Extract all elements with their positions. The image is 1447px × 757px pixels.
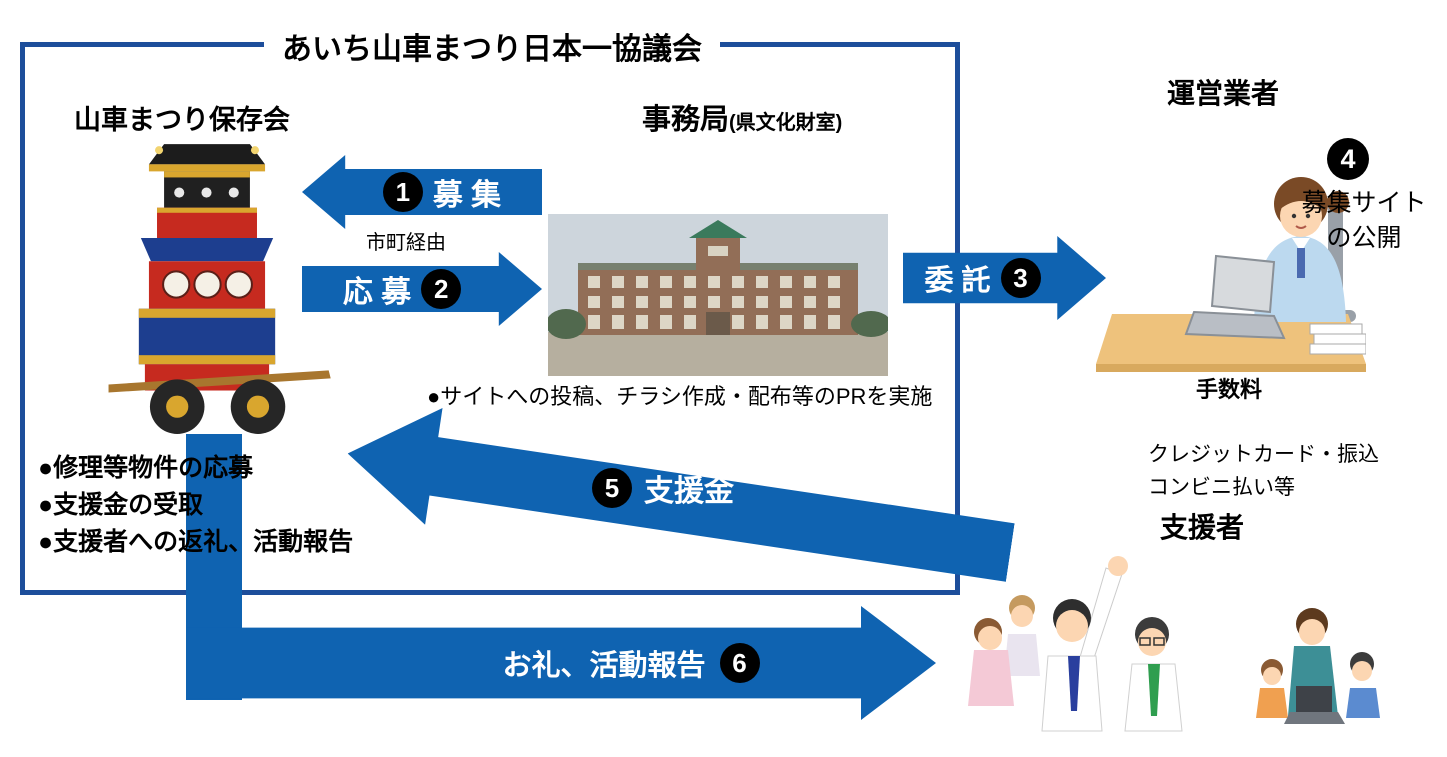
supporters-group-icon <box>968 556 1380 732</box>
festival-float-icon <box>108 144 331 434</box>
step-5-badge: 5 <box>592 468 632 508</box>
step-1-badge: 1 <box>382 172 423 212</box>
festival-float-illustration <box>78 132 336 440</box>
council-title: あいち山車まつり日本一協議会 <box>264 24 720 68</box>
prefecture-building-photo <box>548 214 888 376</box>
payment-line: クレジットカード・振込 <box>1148 443 1379 466</box>
arrow-support-label-group: 5 支援金 <box>592 466 734 510</box>
arrow-report-label: お礼、活動報告 <box>502 650 706 682</box>
arrow-support-money: 5 支援金 <box>344 420 1014 588</box>
fee-label: 手数料 <box>1196 377 1263 402</box>
operator-illustration <box>1096 110 1366 380</box>
via-municipality-note: 市町経由 <box>366 232 446 254</box>
supporters-heading: 支援者 <box>1160 512 1245 543</box>
step-2-badge: 2 <box>421 269 462 309</box>
arrow-support-label: 支援金 <box>644 475 734 508</box>
pr-note: ●サイトへの投稿、チラシ作成・配布等のPRを実施 <box>427 384 933 409</box>
building-icon <box>548 214 888 376</box>
duty-item: ●支援者への返礼、活動報告 <box>38 528 354 556</box>
step-3-badge: 3 <box>1000 258 1041 298</box>
preservation-heading: 山車まつり保存会 <box>74 105 290 135</box>
secretariat-title: 事務局 <box>642 104 730 136</box>
step-4-label: 募集サイト の公開 <box>1301 189 1427 252</box>
secretariat-heading: 事務局(県文化財室) <box>642 96 842 138</box>
payment-line: コンビニ払い等 <box>1148 476 1295 499</box>
duty-item: ●修理等物件の応募 <box>38 454 254 482</box>
operator-at-laptop-icon <box>1096 177 1366 372</box>
arrow-entrust-label: 委 託 <box>924 265 991 297</box>
arrow-recruit-label: 募 集 <box>432 179 502 212</box>
step-6-badge: 6 <box>719 643 760 683</box>
secretariat-subtitle: (県文化財室) <box>729 112 843 134</box>
operator-heading: 運営業者 <box>1167 78 1280 109</box>
duty-item: ●支援金の受取 <box>38 491 204 519</box>
payment-methods-note: クレジットカード・振込 コンビニ払い等 <box>1148 438 1379 504</box>
step-4-badge: 4 <box>1327 138 1369 180</box>
supporters-illustration <box>960 546 1410 751</box>
arrow-apply-label: 応 募 <box>342 276 412 309</box>
preservation-duties-list: ●修理等物件の応募 ●支援金の受取 ●支援者への返礼、活動報告 <box>38 450 353 561</box>
arrow-report: お礼、活動報告 6 <box>186 606 936 720</box>
